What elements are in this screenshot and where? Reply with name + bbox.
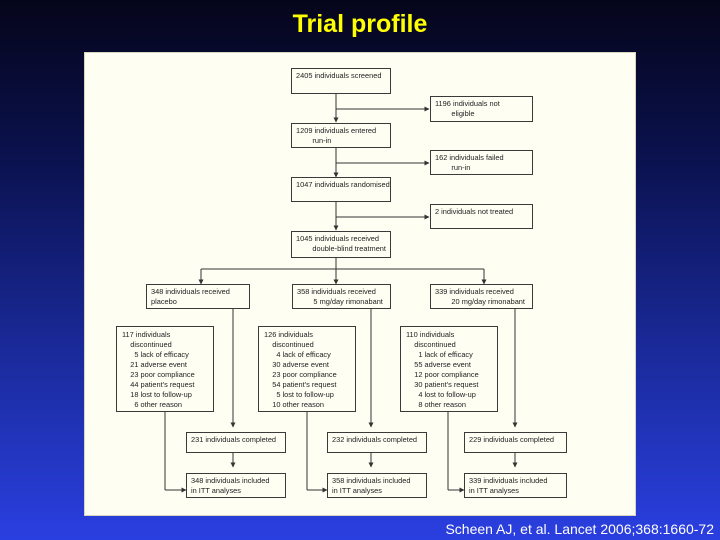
slide-title: Trial profile <box>292 10 428 38</box>
rimonabant-20mg-itt-box: 339 individuals included in ITT analyses <box>464 473 567 498</box>
trial-profile-flowchart: 2405 individuals screened 1196 individua… <box>84 52 636 516</box>
rimonabant-20mg-received-box: 339 individuals received 20 mg/day rimon… <box>430 284 533 309</box>
double-blind-treatment-box: 1045 individuals received double-blind t… <box>291 231 391 258</box>
flowchart-connectors <box>164 94 518 493</box>
rimonabant-20mg-completed-box: 229 individuals completed <box>464 432 567 453</box>
entered-runin-box: 1209 individuals entered run-in <box>291 123 391 148</box>
rimonabant-5mg-received-box: 358 individuals received 5 mg/day rimona… <box>292 284 391 309</box>
screened-box: 2405 individuals screened <box>291 68 391 94</box>
rimonabant-20mg-discontinued-box: 110 individuals discontinued 1 lack of e… <box>400 326 498 412</box>
rimonabant-5mg-completed-box: 232 individuals completed <box>327 432 427 453</box>
placebo-discontinued-box: 117 individuals discontinued 5 lack of e… <box>116 326 214 412</box>
randomised-box: 1047 individuals randomised <box>291 177 391 202</box>
citation: Scheen AJ, et al. Lancet 2006;368:1660-7… <box>445 521 714 537</box>
rimonabant-5mg-discontinued-box: 126 individuals discontinued 4 lack of e… <box>258 326 356 412</box>
rimonabant-5mg-itt-box: 358 individuals included in ITT analyses <box>327 473 427 498</box>
failed-runin-box: 162 individuals failed run-in <box>430 150 533 175</box>
placebo-completed-box: 231 individuals completed <box>186 432 286 453</box>
not-eligible-box: 1196 individuals not eligible <box>430 96 533 122</box>
not-treated-box: 2 individuals not treated <box>430 204 533 229</box>
placebo-itt-box: 348 individuals included in ITT analyses <box>186 473 286 498</box>
placebo-received-box: 348 individuals received placebo <box>146 284 250 309</box>
